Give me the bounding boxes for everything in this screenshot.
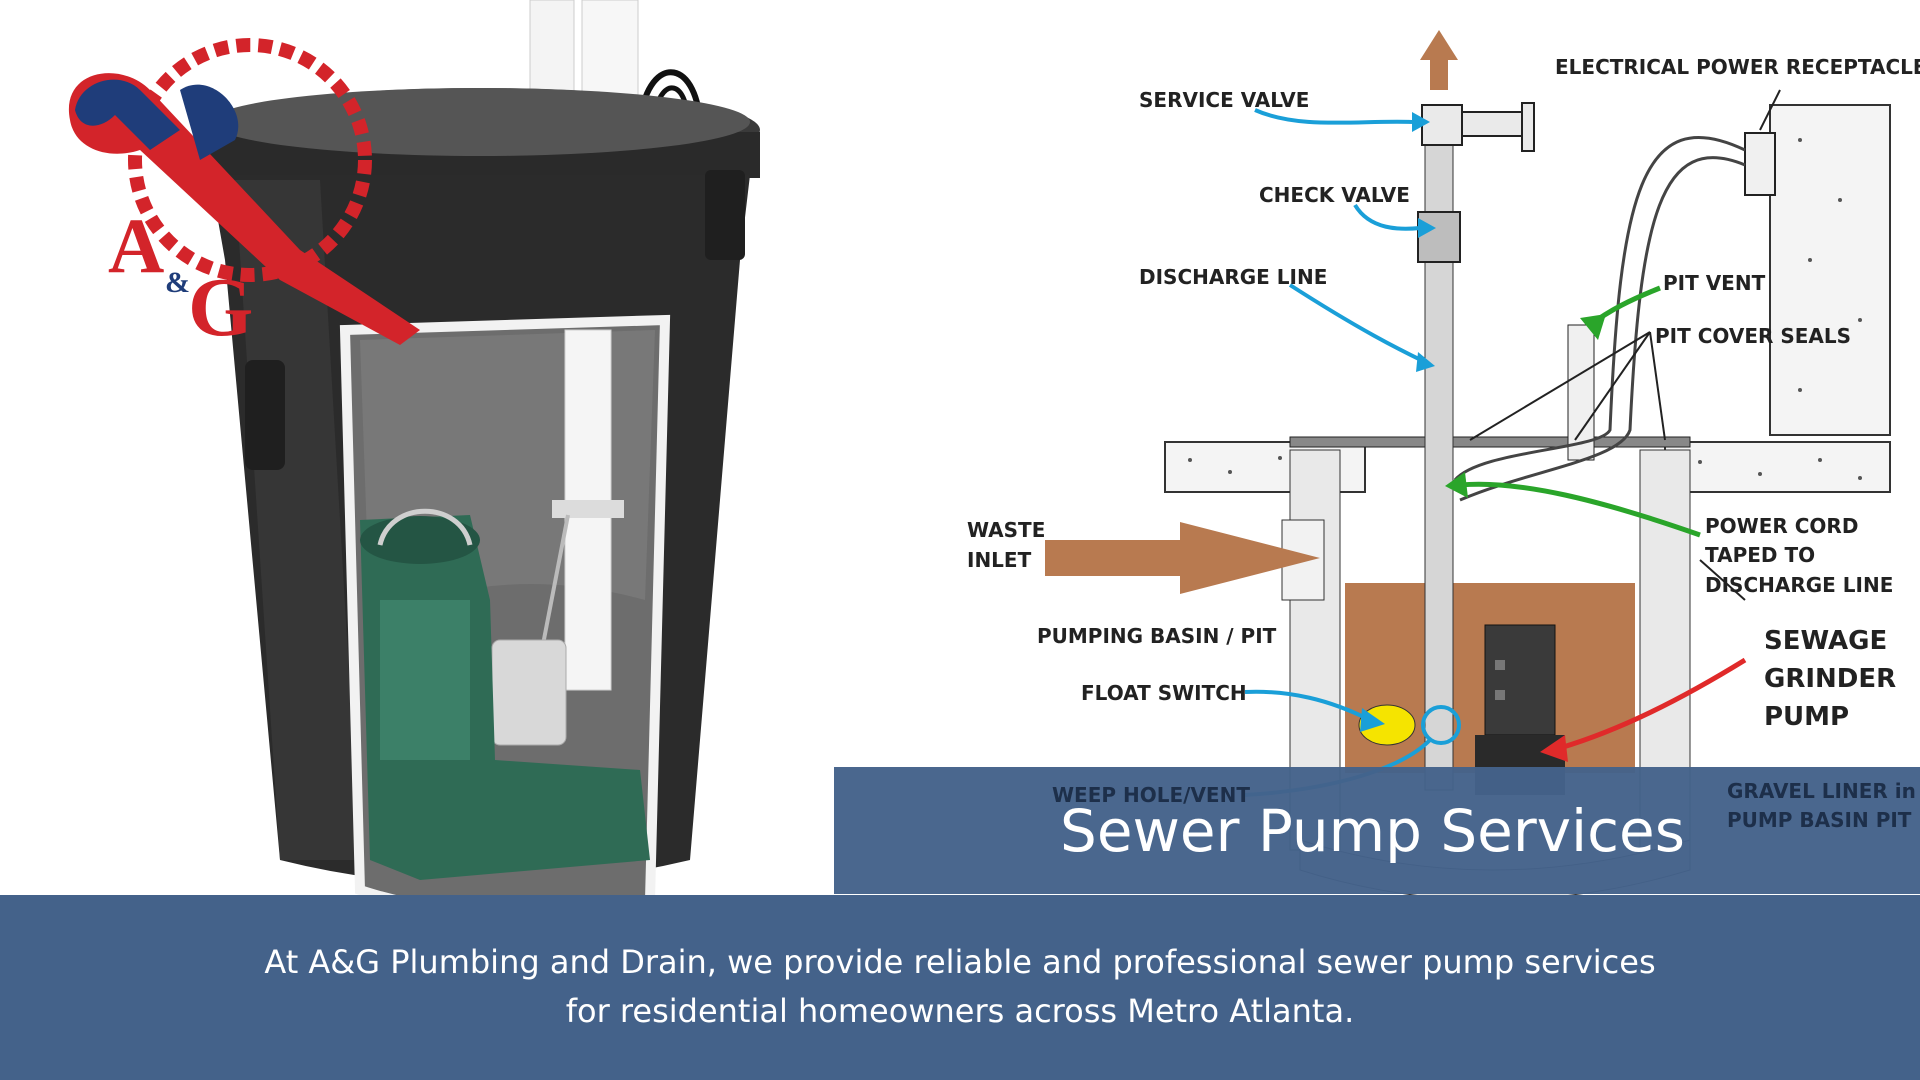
- float-switch: [491, 639, 567, 746]
- label-pumping-basin: PUMPING BASIN / PIT: [1037, 624, 1277, 648]
- electrical-receptacle: [1744, 132, 1776, 196]
- label-discharge-line: DISCHARGE LINE: [1139, 265, 1328, 289]
- service-valve: [1421, 104, 1463, 146]
- label-power-cord-2: TAPED TO: [1705, 543, 1816, 567]
- label-grinder-2: GRINDER: [1764, 664, 1897, 694]
- label-float-switch: FLOAT SWITCH: [1081, 681, 1247, 705]
- label-waste-inlet-1: WASTE: [967, 518, 1046, 542]
- discharge-up-arrow: [1420, 30, 1458, 90]
- label-power-cord-1: POWER CORD: [1705, 514, 1859, 538]
- float-switch-diagram: [1358, 704, 1416, 746]
- label-check-valve: CHECK VALVE: [1259, 183, 1410, 207]
- company-logo: A & G: [68, 38, 421, 354]
- label-power-cord-3: DISCHARGE LINE: [1705, 573, 1894, 597]
- label-pit-vent: PIT VENT: [1663, 271, 1766, 295]
- grinder-pump-diagram: [1484, 624, 1556, 736]
- label-electrical-power-receptacle: ELECTRICAL POWER RECEPTACLE: [1555, 55, 1920, 79]
- logo-ampersand: &: [165, 266, 190, 299]
- concrete-wall: [1769, 104, 1891, 436]
- sewer-pump-diagram: [1045, 30, 1891, 900]
- title-band: [834, 767, 1920, 894]
- logo-gear-icon: [128, 38, 372, 282]
- description-line-1: At A&G Plumbing and Drain, we provide re…: [264, 943, 1656, 981]
- service-description: At A&G Plumbing and Drain, we provide re…: [160, 938, 1760, 1036]
- description-line-2: for residential homeowners across Metro …: [565, 992, 1355, 1030]
- weep-hole: [1421, 705, 1461, 745]
- page-title: Sewer Pump Services: [1060, 797, 1685, 865]
- logo-letter-g: G: [188, 261, 253, 354]
- label-service-valve: SERVICE VALVE: [1139, 88, 1310, 112]
- label-waste-inlet-2: INLET: [967, 548, 1032, 572]
- red-arrow: [1559, 657, 1747, 751]
- check-valve: [1417, 211, 1461, 263]
- waste-inlet-arrow: [1045, 522, 1320, 594]
- label-grinder-1: SEWAGE: [1764, 626, 1888, 656]
- sewer-basin-illustration: A & G: [68, 0, 760, 918]
- label-grinder-3: PUMP: [1764, 702, 1850, 732]
- description-band: [0, 895, 1920, 1080]
- concrete-slab-right: [1664, 441, 1891, 493]
- logo-letter-a: A: [108, 202, 164, 289]
- pit-cover: [1289, 436, 1691, 448]
- power-cords: [1453, 135, 1746, 482]
- pit-vent-pipe: [1567, 324, 1595, 461]
- label-gravel-liner-1: GRAVEL LINER in: [1727, 779, 1916, 803]
- label-weep-hole: WEEP HOLE/VENT: [1052, 783, 1250, 807]
- label-gravel-liner-2: PUMP BASIN PIT: [1727, 808, 1912, 832]
- label-pit-cover-seals: PIT COVER SEALS: [1655, 324, 1852, 348]
